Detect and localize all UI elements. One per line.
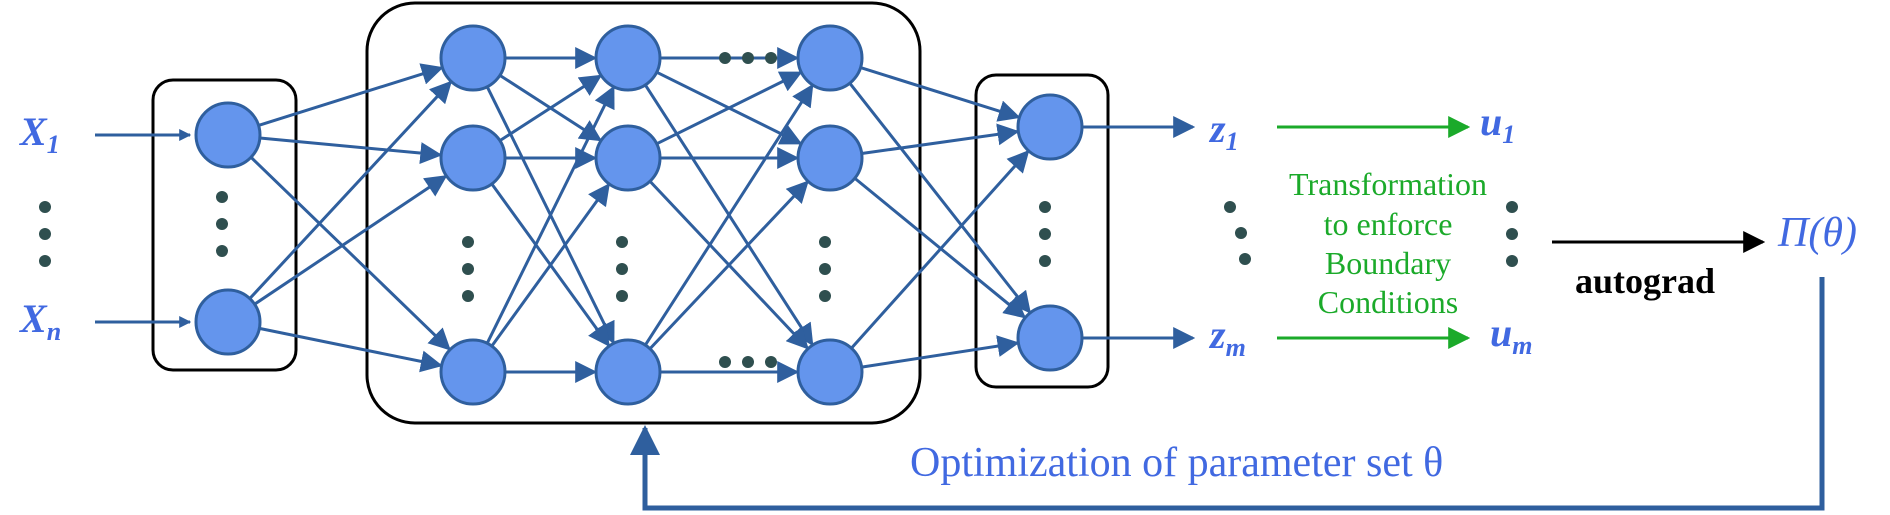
edge-12 xyxy=(485,85,615,344)
dot-2 xyxy=(39,255,51,267)
dot-7 xyxy=(462,263,474,275)
dot-25 xyxy=(742,356,754,368)
loss-label: Π(θ) xyxy=(1777,210,1857,256)
dot-18 xyxy=(1506,201,1518,213)
neuron-7 xyxy=(594,338,662,406)
neuron-9 xyxy=(796,124,864,192)
output-label-um: um xyxy=(1490,310,1532,360)
neuron-3 xyxy=(439,124,507,192)
transformation-text: Transformation to enforce Boundary Condi… xyxy=(1289,166,1487,320)
neuron-10 xyxy=(796,338,864,406)
edge-13 xyxy=(490,182,610,347)
edge-18 xyxy=(656,71,803,146)
dot-9 xyxy=(616,236,628,248)
edge-0 xyxy=(258,63,444,127)
autograd-label: autograd xyxy=(1575,261,1715,301)
dot-16 xyxy=(1039,228,1051,240)
neuron-12 xyxy=(1016,304,1084,372)
dot-8 xyxy=(462,290,474,302)
dot-21 xyxy=(719,52,731,64)
hidden-layers-box xyxy=(365,1,922,425)
ellipsis-dots xyxy=(39,52,1518,368)
input-label-xn: Xn xyxy=(18,296,61,346)
transformation-line-2: to enforce xyxy=(1324,206,1453,242)
edge-24 xyxy=(860,66,1021,122)
edge-5 xyxy=(259,326,443,373)
dot-10 xyxy=(616,263,628,275)
edge-28 xyxy=(850,149,1030,350)
dot-5 xyxy=(216,245,228,257)
dot-23 xyxy=(765,52,777,64)
dot-12 xyxy=(819,236,831,248)
dot-0 xyxy=(39,201,51,213)
neuron-8 xyxy=(796,24,864,92)
dot-22 xyxy=(742,52,754,64)
network-edges xyxy=(248,47,1031,383)
dot-27 xyxy=(1224,201,1236,213)
dot-4 xyxy=(216,218,228,230)
transformation-line-3: Boundary xyxy=(1325,245,1451,281)
dot-3 xyxy=(216,191,228,203)
dot-14 xyxy=(819,290,831,302)
edge-21 xyxy=(644,83,814,346)
edge-22 xyxy=(648,180,809,350)
edge-4 xyxy=(253,175,448,306)
dot-17 xyxy=(1039,255,1051,267)
neuron-1 xyxy=(194,288,262,356)
output-label-z1: z1 xyxy=(1208,106,1239,156)
edge-1 xyxy=(259,136,443,165)
neuron-5 xyxy=(594,24,662,92)
dot-11 xyxy=(616,290,628,302)
feedback-path xyxy=(630,277,1825,511)
edge-26 xyxy=(861,123,1020,156)
dot-6 xyxy=(462,236,474,248)
output-label-u1: u1 xyxy=(1480,99,1515,149)
dot-26 xyxy=(765,356,777,368)
edge-29 xyxy=(861,335,1020,369)
neuron-6 xyxy=(594,124,662,192)
output-label-zm: zm xyxy=(1208,312,1246,362)
edge-2 xyxy=(249,156,451,351)
dot-24 xyxy=(719,356,731,368)
dot-1 xyxy=(39,228,51,240)
input-layer-box xyxy=(151,78,298,372)
dot-19 xyxy=(1506,228,1518,240)
output-layer-box xyxy=(974,73,1110,389)
network-nodes xyxy=(194,24,1084,406)
dot-29 xyxy=(1239,253,1251,265)
neuron-2 xyxy=(439,24,507,92)
edge-3 xyxy=(248,80,453,300)
edge-9 xyxy=(499,74,603,142)
edge-25 xyxy=(848,82,1031,314)
dot-20 xyxy=(1506,255,1518,267)
transformation-line-4: Conditions xyxy=(1318,284,1458,320)
neuron-0 xyxy=(194,101,262,169)
input-label-x1: X1 xyxy=(18,109,60,159)
dot-15 xyxy=(1039,201,1051,213)
edge-27 xyxy=(853,177,1027,319)
dot-13 xyxy=(819,263,831,275)
dot-28 xyxy=(1235,227,1247,239)
neuron-11 xyxy=(1016,93,1084,161)
neuron-4 xyxy=(439,338,507,406)
transformation-line-1: Transformation xyxy=(1289,166,1487,202)
optimization-label: Optimization of parameter set θ xyxy=(910,440,1443,486)
